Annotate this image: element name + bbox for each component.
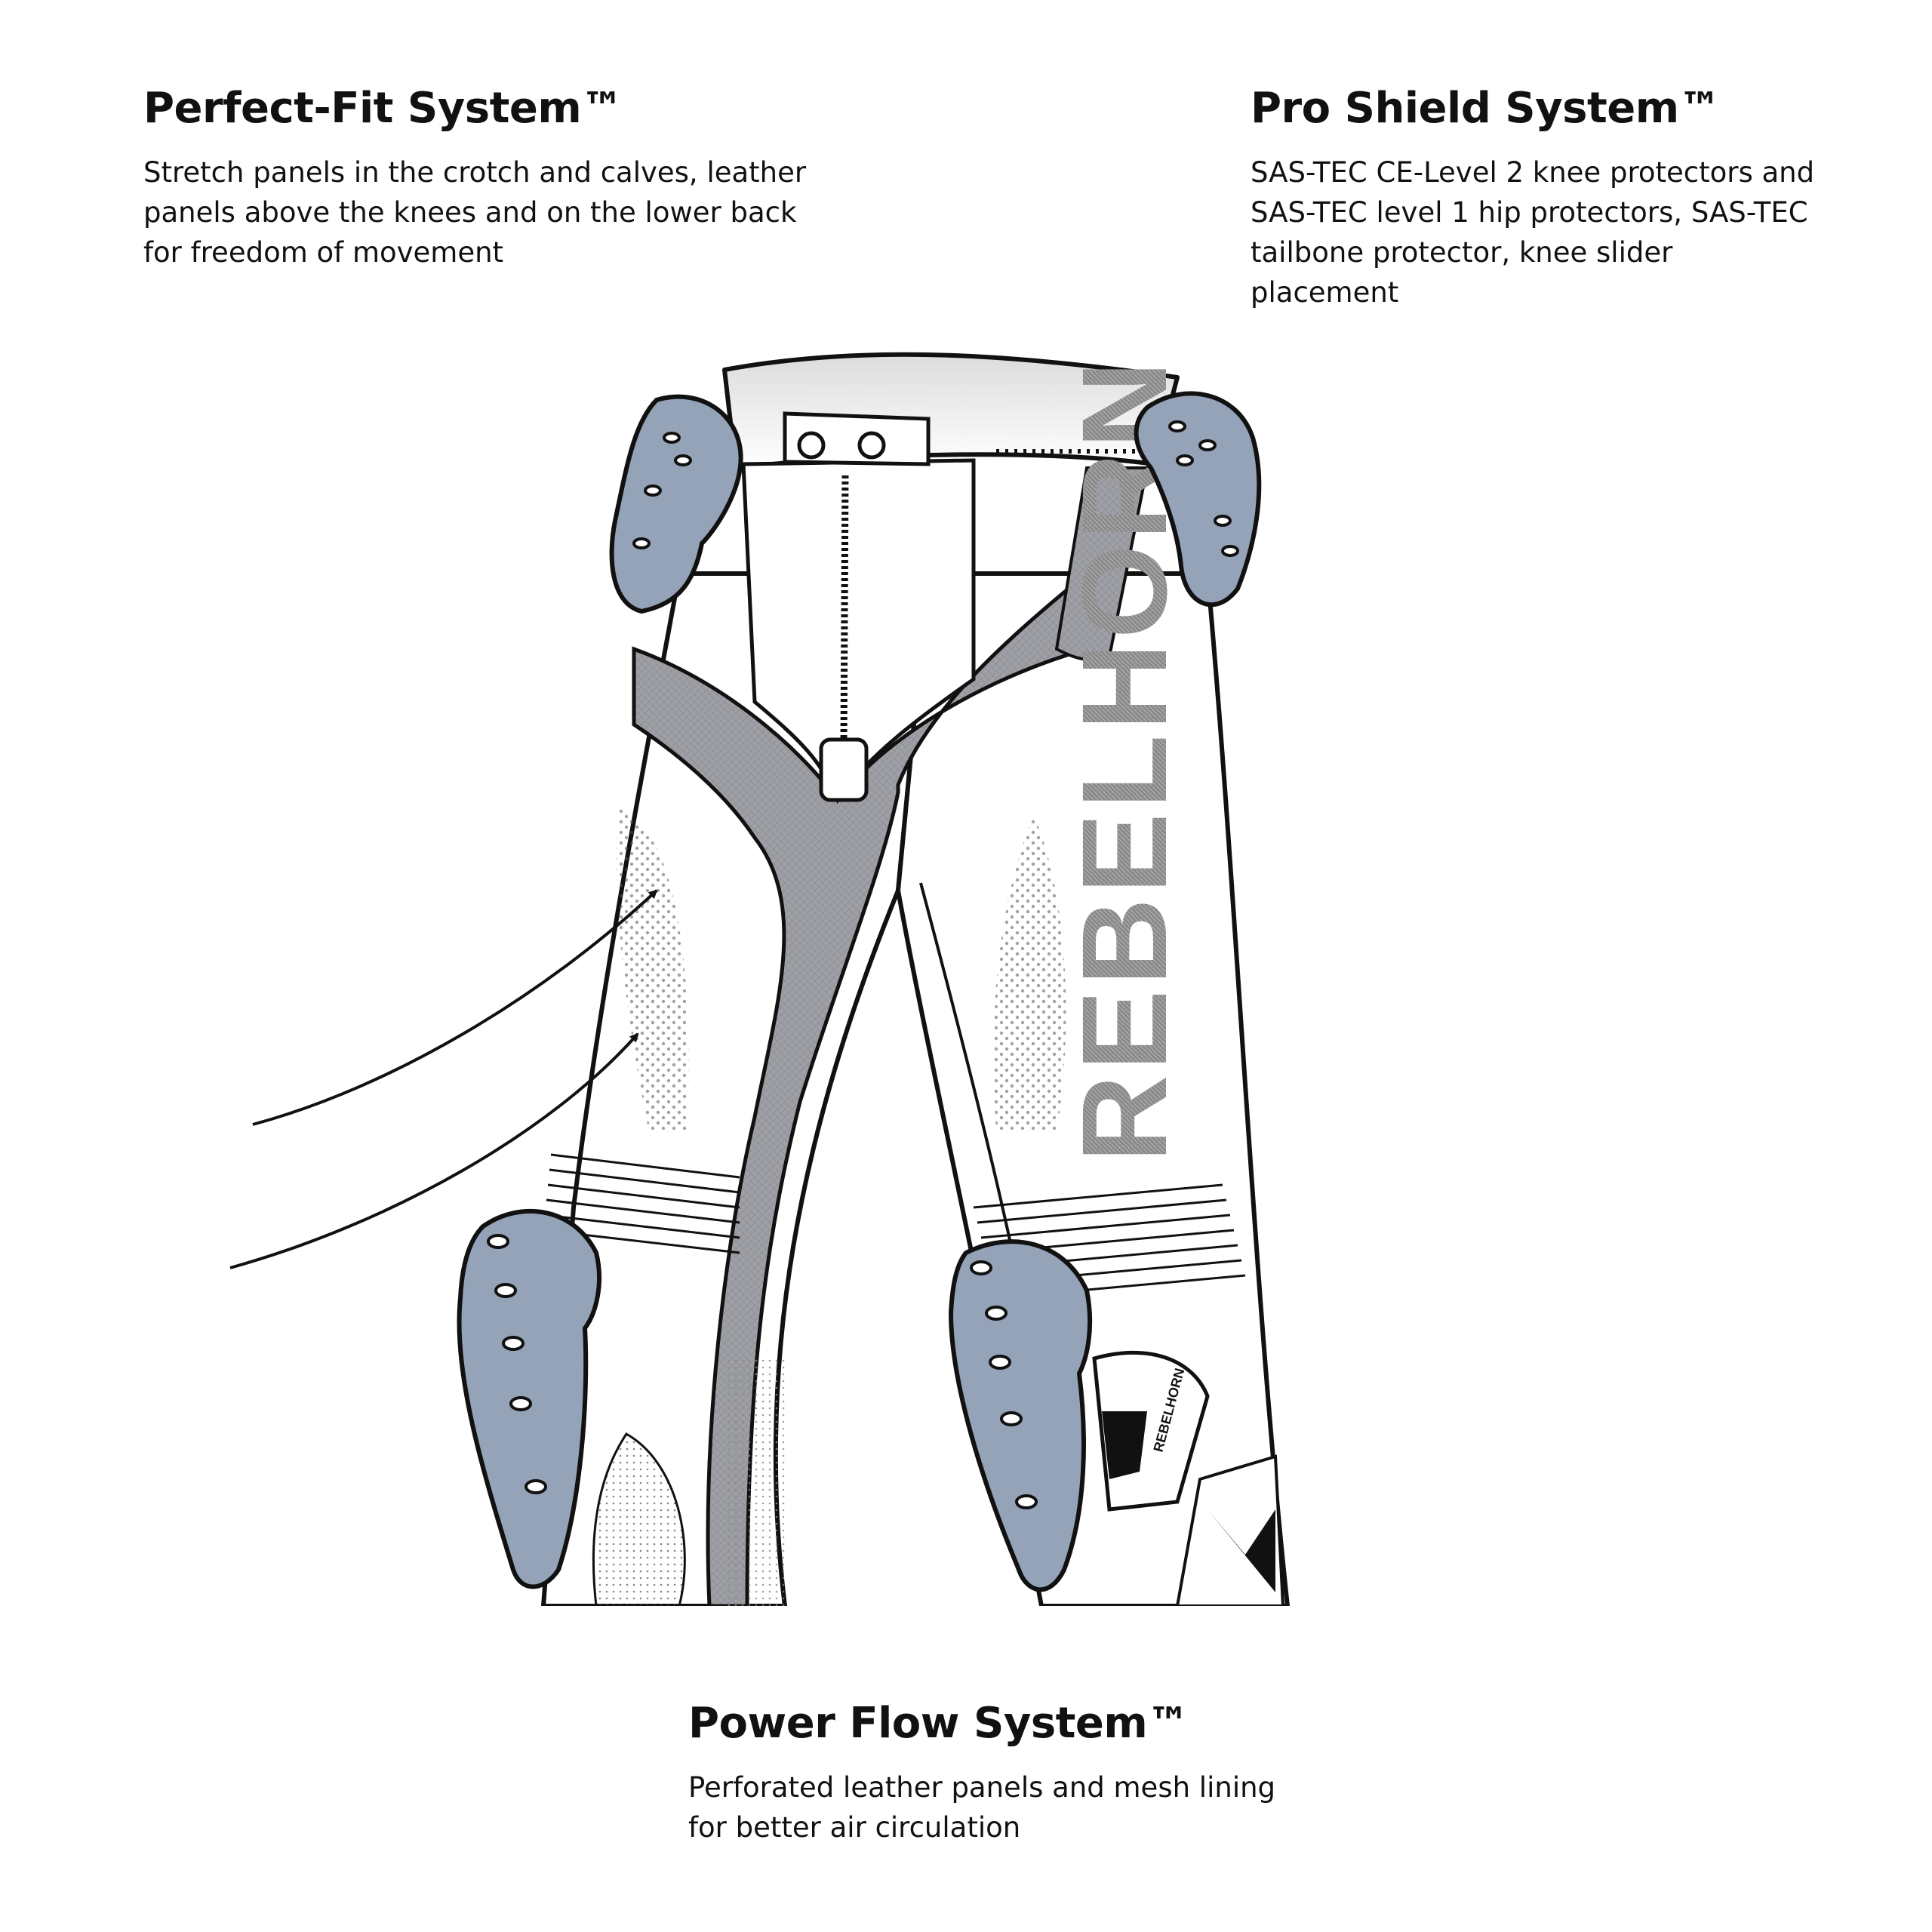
perfect-fit-title: Perfect-Fit System™ [143, 84, 623, 133]
perforated-panel-right [993, 815, 1066, 1132]
perfect-fit-description: Stretch panels in the crotch and calves,… [143, 156, 807, 269]
callout-arrow-icon [229, 1032, 639, 1269]
waist-button [857, 431, 886, 460]
perforated-panel-left [617, 808, 689, 1132]
callout-arrow-icon [252, 889, 658, 1126]
hip-protector-icon [609, 394, 743, 614]
brand-knee-logo: REBELHORN [1092, 1350, 1285, 1607]
zipper-icon [840, 475, 849, 744]
crotch-stretch-panel [632, 569, 1089, 1608]
waist-button [797, 431, 826, 460]
pro-shield-title: Pro Shield System™ [1251, 84, 1721, 133]
power-flow-description: Perforated leather panels and mesh linin… [688, 1771, 1276, 1844]
pro-shield-description: SAS-TEC CE-Level 2 knee protectors and S… [1251, 156, 1815, 309]
perfect-fit-callout: Perfect-Fit System™ Stretch panels in th… [143, 84, 808, 272]
power-flow-title: Power Flow System™ [688, 1699, 1189, 1748]
power-flow-callout: Power Flow System™ Perforated leather pa… [688, 1699, 1307, 1847]
pro-shield-callout: Pro Shield System™ SAS-TEC CE-Level 2 kn… [1251, 84, 1824, 312]
